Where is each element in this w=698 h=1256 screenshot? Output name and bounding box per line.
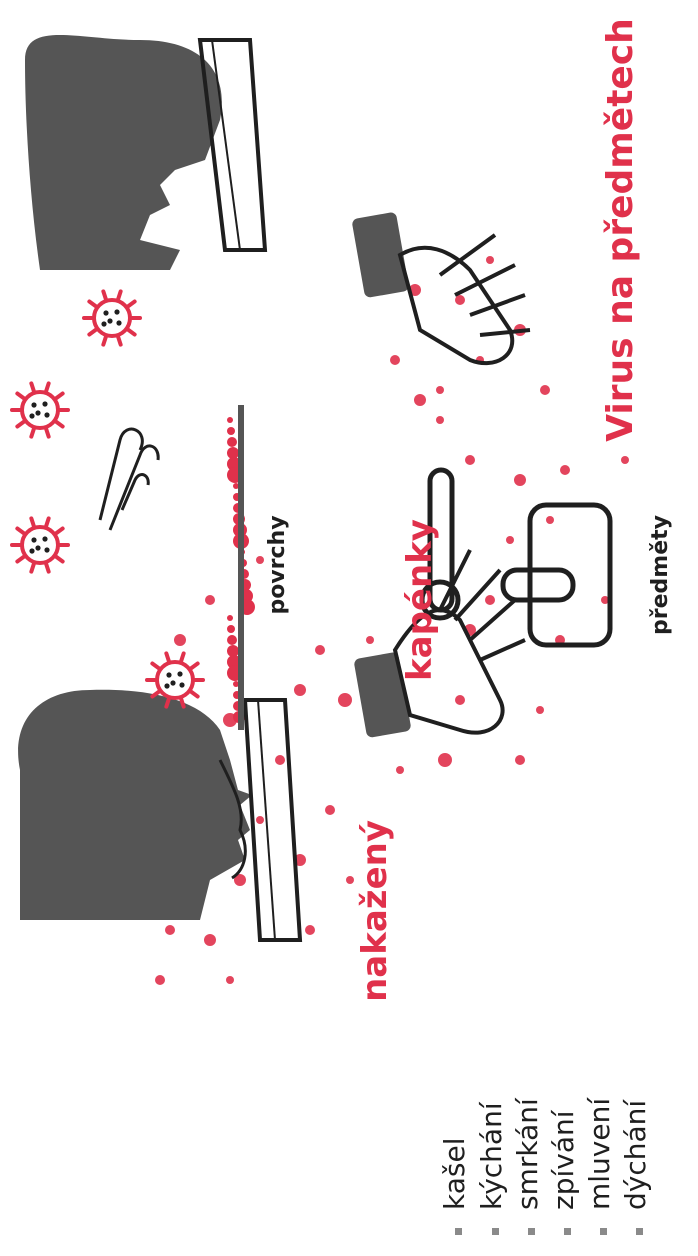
bullet-icon: [600, 1228, 607, 1235]
droplet-dot: [315, 645, 325, 655]
surface-bar: [238, 405, 244, 730]
droplet-dot: [436, 416, 444, 424]
symptom-item: kašel: [438, 1138, 471, 1210]
symptom-item: mluvení: [583, 1098, 616, 1210]
label-droplets: kapénky: [400, 519, 440, 681]
label-surfaces: povrchy: [265, 515, 290, 614]
droplet-dot: [621, 456, 629, 464]
symptom-item: smrkání: [511, 1098, 544, 1210]
droplet-dot: [438, 753, 452, 767]
symptom-item: dýchání: [619, 1100, 652, 1210]
air-flow-icon: [100, 429, 158, 530]
droplet-dot: [305, 925, 315, 935]
droplet-dot: [205, 595, 215, 605]
virus-icon: [84, 291, 140, 344]
droplet-dot: [436, 386, 444, 394]
exposed-person-icon: [25, 35, 265, 270]
droplet-dot: [226, 976, 234, 984]
surface-droplet-dot: [227, 437, 237, 447]
droplet-dot: [155, 975, 165, 985]
droplet-dot: [560, 465, 570, 475]
droplet-dot: [485, 595, 495, 605]
droplet-dot: [256, 556, 264, 564]
infected-person-icon: [18, 690, 300, 940]
hand-right-icon: [351, 212, 530, 364]
droplet-dot: [465, 455, 475, 465]
virus-particles: [12, 291, 203, 706]
droplet-dot: [204, 934, 216, 946]
label-virus-on-objects: Virus na předmětech: [600, 18, 641, 442]
droplet-dot: [546, 516, 554, 524]
bullet-icon: [528, 1228, 535, 1235]
droplet-dot: [338, 693, 352, 707]
droplet-dot: [366, 636, 374, 644]
virus-icon: [12, 383, 68, 436]
symptom-item: zpívání: [547, 1110, 580, 1210]
droplet-dot: [486, 256, 494, 264]
virus-icon: [12, 518, 68, 571]
droplet-dot: [515, 755, 525, 765]
droplet-dot: [390, 355, 400, 365]
droplet-dot: [396, 766, 404, 774]
droplet-dot: [540, 385, 550, 395]
door-handle-icon: [422, 470, 610, 645]
droplet-dot: [506, 536, 514, 544]
droplet-dot: [414, 394, 426, 406]
surface-droplet-dot: [227, 635, 237, 645]
droplet-dot: [536, 706, 544, 714]
droplet-dot: [514, 474, 526, 486]
droplet-dot: [256, 816, 264, 824]
droplet-dot: [174, 634, 186, 646]
bullet-icon: [564, 1228, 571, 1235]
bullet-icon: [636, 1228, 643, 1235]
symptom-item: kýchání: [475, 1102, 508, 1210]
bullet-icon: [455, 1228, 462, 1235]
droplet-dot: [325, 805, 335, 815]
label-objects: předměty: [648, 515, 673, 635]
label-infected: nakažený: [355, 820, 395, 1002]
droplet-dot: [165, 925, 175, 935]
droplet-dot: [294, 684, 306, 696]
droplet-dot: [275, 755, 285, 765]
surface-droplet-dot: [227, 615, 233, 621]
droplet-dot: [346, 876, 354, 884]
droplet-dot: [455, 695, 465, 705]
droplet-dot: [455, 295, 465, 305]
surface-droplet-dot: [227, 625, 235, 633]
bullet-icon: [492, 1228, 499, 1235]
surface-droplet-dot: [227, 427, 235, 435]
surface-droplet-dot: [227, 417, 233, 423]
